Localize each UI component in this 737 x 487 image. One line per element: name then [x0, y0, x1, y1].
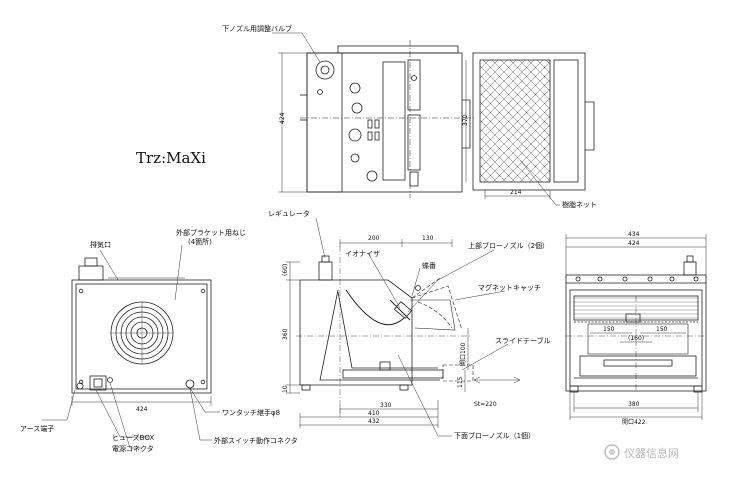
rear-view	[71, 257, 212, 394]
top-view-mesh-panel	[472, 52, 595, 191]
side-view	[296, 246, 474, 420]
callout-ionizer: イオナイザ	[345, 250, 380, 258]
dim-front-opening-width: 開口422	[622, 419, 646, 426]
top-view	[300, 40, 475, 198]
ionizer	[393, 301, 413, 319]
callout-power-connector: 電源コネクタ	[112, 444, 154, 453]
watermark-text: 仪器信息网	[624, 446, 679, 460]
dial-icon	[350, 153, 360, 163]
callout-bracket-count: (4箇所)	[188, 237, 212, 246]
dim-top-424: 424	[279, 112, 286, 124]
callout-lower-nozzle-valve: 下ノズル用調整バルブ	[222, 24, 292, 33]
earth-terminal	[76, 382, 84, 390]
dim-side-115: 115	[457, 376, 464, 388]
rear-view-body	[71, 279, 212, 394]
dim-side-10: 10	[282, 385, 289, 393]
top-view-left-panel	[306, 52, 343, 193]
dim-front-160: (160)	[628, 335, 644, 342]
callout-exhaust-port: 排気口	[90, 240, 111, 249]
callout-slide-table: スライドテーブル	[495, 336, 551, 345]
dim-side-stroke: St=220	[474, 401, 497, 408]
callout-lower-blow-nozzle: 下面ブローノズル（1個）	[454, 431, 535, 440]
dim-top-214: 214	[510, 189, 522, 196]
dial-icon	[351, 102, 363, 114]
dim-side-130: 130	[422, 235, 434, 242]
callout-bracket-screw: 外部ブラケット用ねじ	[176, 228, 246, 237]
dim-side-330: 330	[380, 402, 392, 409]
side-view-body	[299, 279, 413, 386]
exhaust-outlet	[78, 265, 104, 281]
regulator	[318, 261, 333, 281]
callout-external-switch: 外部スイッチ動作コネクタ	[214, 436, 298, 445]
dim-front-434: 434	[628, 231, 640, 238]
dial-icon	[348, 128, 362, 142]
model-title: Trz:MaXi	[136, 149, 206, 167]
dim-side-432: 432	[368, 418, 380, 425]
dim-side-200: 200	[368, 235, 380, 242]
callout-one-touch-fitting: ワンタッチ継手φ8	[222, 408, 280, 417]
dim-front-150-right: 150	[656, 326, 668, 333]
callout-magnet-catch: マグネットキャッチ	[478, 283, 541, 292]
callout-regulator: レギュレータ	[268, 209, 310, 218]
dial-icon	[349, 82, 361, 94]
dim-front-150-left: 150	[603, 326, 615, 333]
top-view-top-rail	[337, 45, 459, 54]
watermark-logo-icon	[604, 444, 620, 460]
dim-front-380: 380	[628, 401, 640, 408]
dim-top-370: 370	[462, 114, 469, 126]
callout-upper-blow-nozzle: 上部ブローノズル（2個）	[468, 241, 549, 250]
dim-side-60: (60)	[282, 264, 289, 276]
regulator-front	[683, 261, 697, 276]
callout-hinge: 蝶番	[422, 261, 436, 270]
top-view-body	[306, 52, 463, 193]
dim-rear-424: 424	[136, 406, 148, 413]
power-connector	[89, 375, 107, 391]
front-view-body	[565, 274, 707, 392]
valve-knob-icon	[315, 60, 335, 80]
dim-side-360: 360	[282, 328, 289, 340]
fuse-box	[107, 377, 113, 383]
external-switch-connector	[185, 379, 195, 389]
dim-side-410: 410	[368, 410, 380, 417]
callout-resin-mesh: 樹脂ネット	[562, 200, 597, 209]
callout-fuse-box: ヒューズBOX	[112, 433, 154, 442]
watermark: 仪器信息网	[604, 444, 679, 460]
dim-front-424: 424	[628, 240, 640, 247]
dim-side-opening-height: 開口100	[460, 342, 467, 366]
callout-earth-terminal: アース端子	[20, 424, 54, 433]
front-view	[565, 255, 707, 393]
